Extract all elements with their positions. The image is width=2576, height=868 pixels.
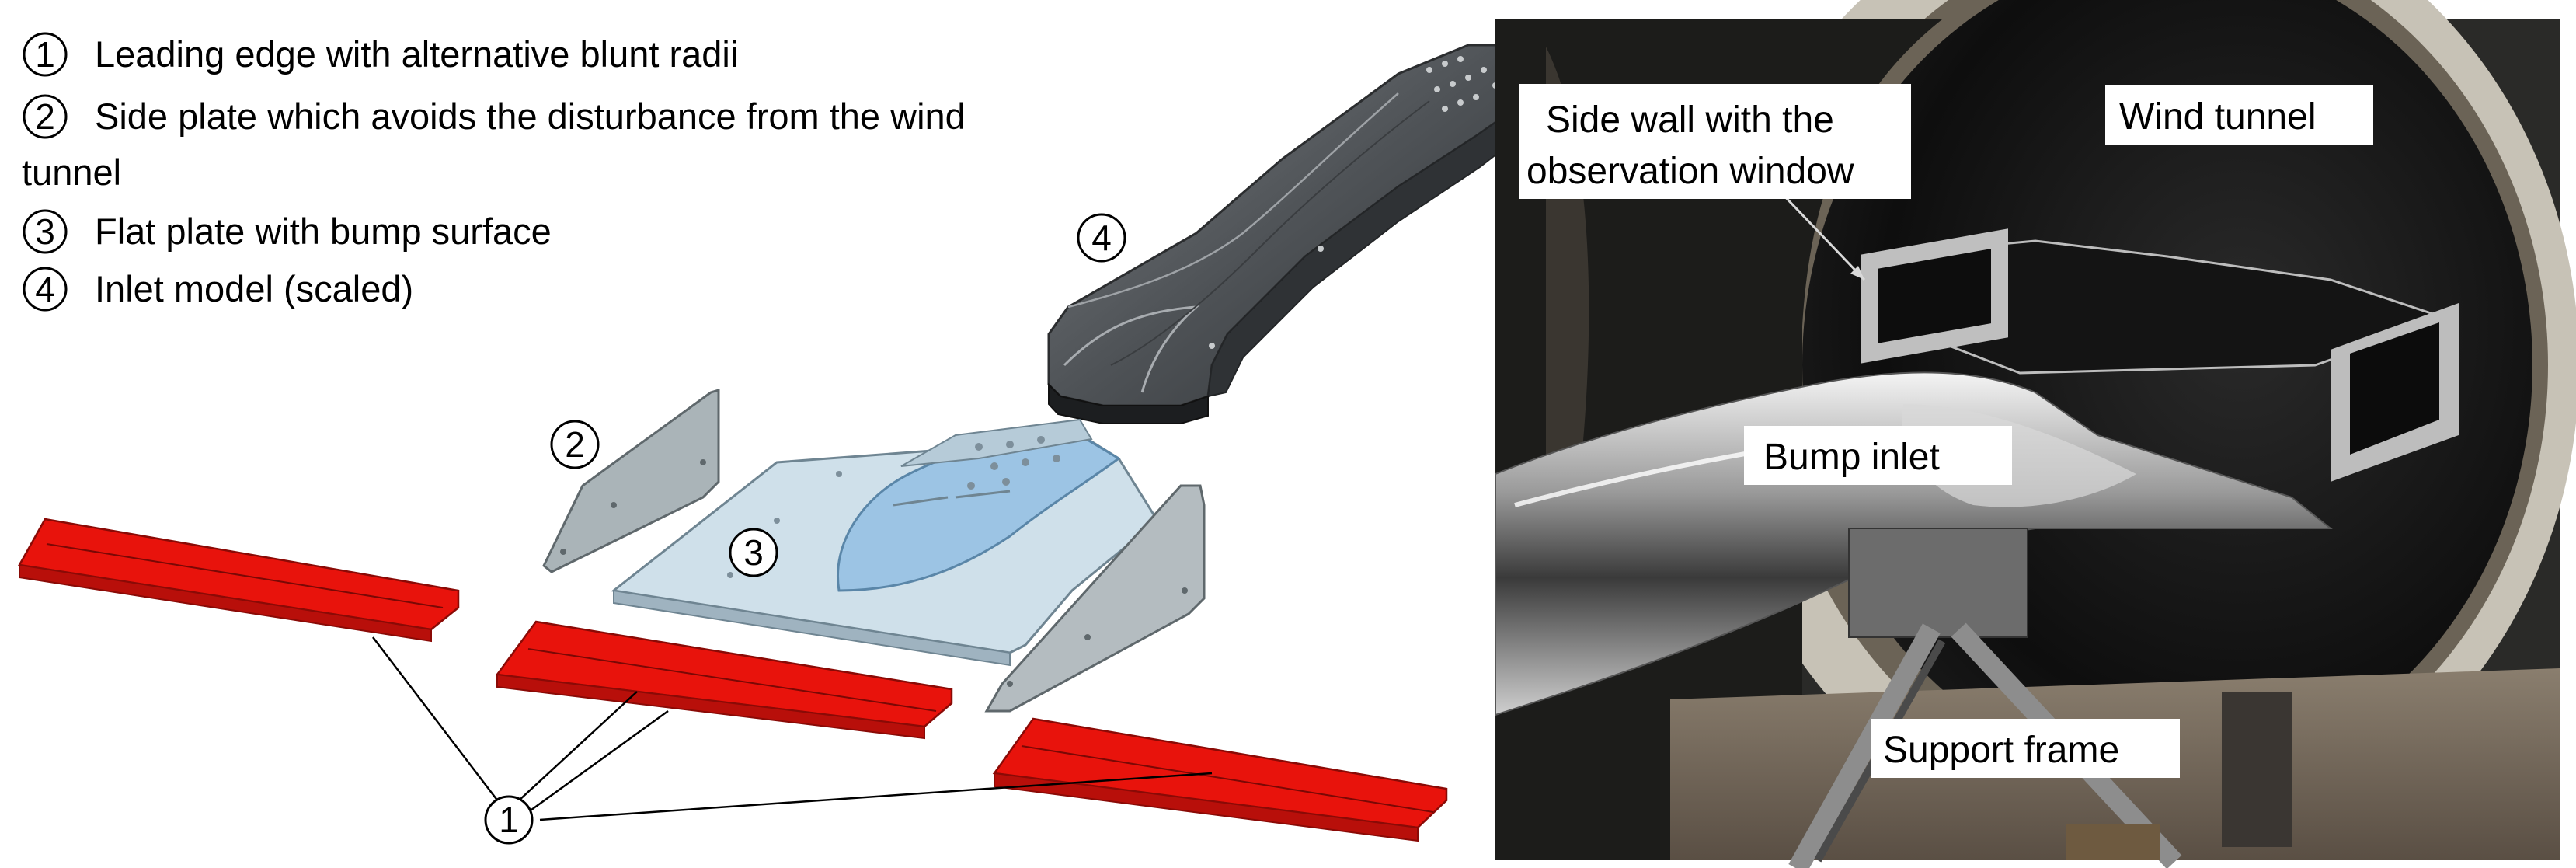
leading-edge-right [992,717,1448,842]
bolt-hole [611,502,617,508]
legend-marker: 4 [35,269,55,309]
marker-circle [1077,213,1126,263]
label-box [1871,719,2180,778]
label-box [2105,85,2373,145]
bump-mount [900,418,1093,467]
label-side-wall: Side wall with the observation window [1519,84,1911,199]
inlet-front-face [1048,382,1209,424]
support-post [2222,692,2292,847]
legend-text: tunnel [22,152,121,193]
legend-marker-circle [23,267,68,312]
observation-window-left [1861,228,2008,364]
legend-item-2: 2 Side plate which avoids the disturbanc… [23,94,966,139]
exploded-diagram: 4 2 3 [18,44,1516,845]
label-box [1519,84,1911,199]
marker-2: 2 [550,420,600,469]
marker-label: 4 [1091,218,1112,258]
annotation-arrowhead [1850,266,1864,280]
inlet-model [1047,44,1516,424]
leading-edge-left [18,518,460,643]
bolt-hole [1084,634,1091,640]
label-support-frame: Support frame [1871,719,2180,778]
legend-marker-circle [23,209,68,254]
leading-edge-crease [46,543,444,608]
marker-circle [729,528,778,577]
legend-text: Side plate which avoids the disturbance … [95,96,966,137]
plate-slot [893,490,1011,507]
label-box [1744,426,2012,485]
flat-plate-edge [613,589,1011,667]
label-text: Side wall with the [1546,99,1834,141]
leading-edge-crease [1021,745,1434,813]
side-plate-face [984,484,1206,713]
inlet-edge-line [1067,92,1399,309]
observation-window-right [2331,303,2459,482]
window-glass [2350,322,2439,455]
legend-item-2-continued: tunnel [22,152,121,193]
legend-item-4: 4 Inlet model (scaled) [23,267,413,312]
leading-edge-middle [495,620,953,740]
wind-tunnel-photo: Side wall with the observation window Wi… [1495,0,2576,868]
legend-marker: 2 [35,96,55,137]
legend-text: Leading edge with alternative blunt radi… [95,33,738,75]
leading-edge-face [19,563,432,643]
legend-item-1: 1 Leading edge with alternative blunt ra… [23,32,738,77]
marker-label: 1 [499,800,519,840]
bolt-hole [1007,681,1013,687]
leading-edge-face [994,772,1419,842]
side-plate-right [984,484,1206,713]
legend-marker: 1 [35,34,55,75]
label-text: Bump inlet [1763,437,1940,478]
legend: 1 Leading edge with alternative blunt ra… [22,32,966,312]
label-bump-inlet: Bump inlet [1744,426,2012,485]
marker-circle [484,795,534,845]
marker-label: 2 [565,424,585,465]
side-plate-face [542,388,720,573]
legend-marker-circle [23,32,68,77]
inlet-edge-line [1110,100,1430,366]
bolt-hole [1182,587,1188,594]
label-text: observation window [1526,151,1854,192]
legend-marker: 3 [35,211,55,252]
support-block [1848,528,2028,638]
side-plate-left [542,388,720,573]
marker-3: 3 [729,528,778,577]
marker-label: 3 [743,532,764,573]
legend-text: Inlet model (scaled) [95,268,413,309]
bolt-hole [700,459,706,465]
floor-block [2066,824,2160,860]
leader-lines [372,636,1213,821]
marker-1: 1 [484,795,534,845]
flat-plate [611,418,1159,667]
leading-edge-face [496,673,925,740]
annotation-arrow [1777,189,1866,281]
label-wind-tunnel: Wind tunnel [2105,85,2373,145]
leading-edge-crease [527,648,937,712]
window-glass [1878,249,1991,343]
legend-text: Flat plate with bump surface [95,211,552,252]
plate-holes [727,436,1060,578]
label-text: Wind tunnel [2119,96,2316,138]
marker-circle [550,420,600,469]
legend-marker-circle [23,94,68,139]
label-text: Support frame [1883,730,2119,771]
marker-4: 4 [1077,213,1126,263]
legend-item-3: 3 Flat plate with bump surface [23,209,552,254]
bolt-hole [560,549,566,555]
